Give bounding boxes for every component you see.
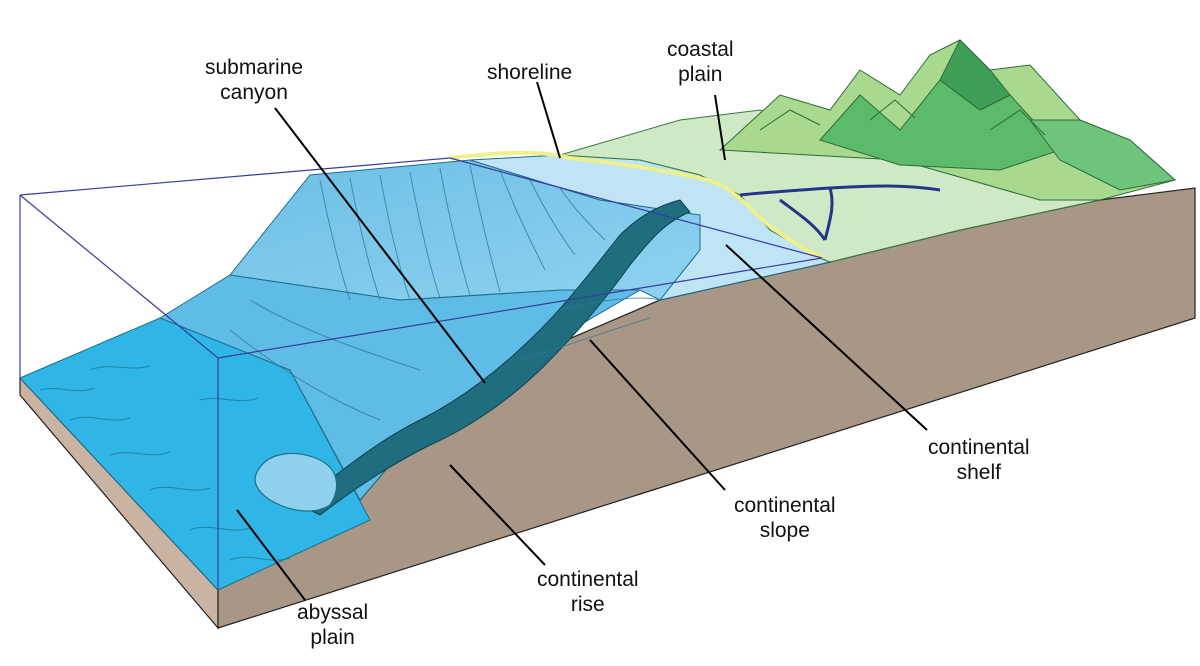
leader-continental-rise — [449, 464, 546, 566]
leader-lines — [236, 81, 928, 601]
slope-striations — [229, 164, 661, 421]
leader-abyssal-plain — [236, 509, 306, 601]
label-shoreline: shoreline — [487, 61, 573, 84]
abyssal-ripples — [39, 365, 291, 561]
shoreline-line — [449, 150, 823, 260]
leader-shoreline — [536, 81, 561, 159]
label-abyssal-plain: abyssal plain — [297, 601, 369, 649]
leader-continental-shelf — [725, 244, 928, 431]
label-coastal-plain: coastal plain — [667, 38, 734, 86]
label-continental-rise: continental rise — [537, 568, 639, 616]
leader-continental-slope — [589, 339, 726, 491]
river-network — [739, 184, 941, 241]
submarine-canyon — [299, 199, 691, 516]
mountain-range — [718, 39, 1177, 201]
label-submarine-canyon: submarine canyon — [205, 56, 304, 104]
leader-submarine-canyon — [274, 107, 486, 384]
label-continental-shelf: continental shelf — [928, 436, 1030, 484]
canyon-fan — [254, 452, 338, 512]
label-continental-slope: continental slope — [734, 494, 836, 542]
leader-coastal-plain — [714, 94, 726, 161]
water-box-outline — [19, 157, 823, 590]
